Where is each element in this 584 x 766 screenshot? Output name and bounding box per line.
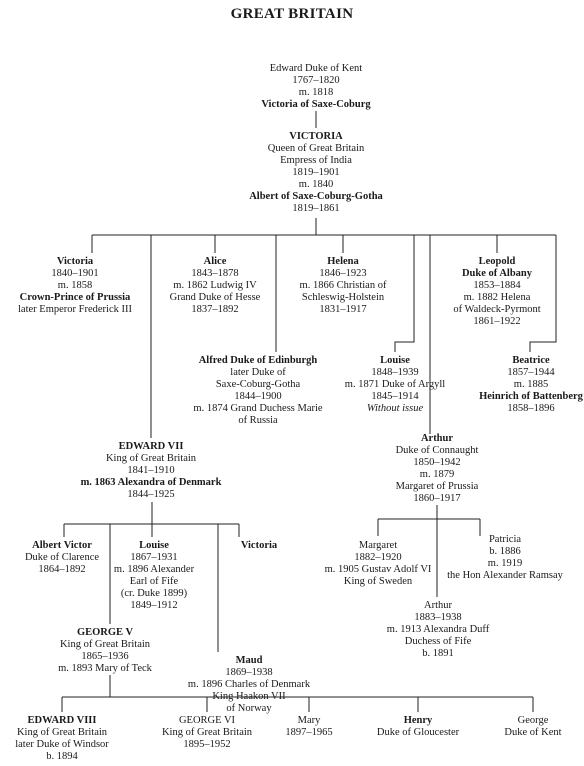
- chart-title: GREAT BRITAIN: [230, 6, 354, 22]
- node-maud: Maud 1869–1938 m. 1896 Charles of Denmar…: [187, 655, 311, 714]
- node-alice: Alice 1843–1878 m. 1862 Ludwig IV Grand …: [169, 256, 261, 315]
- node-arthur-connaught: Arthur Duke of Connaught 1850–1942 m. 18…: [395, 433, 479, 504]
- node-beatrice: Beatrice 1857–1944 m. 1885 Heinrich of B…: [479, 355, 583, 414]
- node-louise-fife: Louise 1867–1931 m. 1896 Alexander Earl …: [113, 540, 195, 611]
- node-arthur-junior: Arthur 1883–1938 m. 1913 Alexandra Duff …: [386, 600, 490, 659]
- node-victoria-princess-royal: Victoria 1840–1901 m. 1858 Crown-Prince …: [18, 256, 132, 315]
- node-henry: Henry Duke of Gloucester: [376, 715, 460, 738]
- node-edward-duke-of-kent: Edward Duke of Kent 1767–1820 m. 1818 Vi…: [261, 63, 371, 110]
- node-alfred: Alfred Duke of Edinburgh later Duke of S…: [193, 355, 323, 426]
- node-patricia: Patricia b. 1886 m. 1919 the Hon Alexand…: [447, 534, 563, 581]
- node-mary: Mary 1897–1965: [285, 715, 333, 738]
- node-louise-argyll: Louise 1848–1939 m. 1871 Duke of Argyll …: [344, 355, 446, 414]
- node-leopold: Leopold Duke of Albany 1853–1884 m. 1882…: [453, 256, 541, 327]
- node-george-v: GEORGE V King of Great Britain 1865–1936…: [58, 627, 152, 674]
- node-queen-victoria: VICTORIA Queen of Great Britain Empress …: [249, 131, 383, 214]
- node-george-vi: GEORGE VI King of Great Britain 1895–195…: [161, 715, 253, 750]
- node-victoria-daughter: Victoria: [240, 540, 278, 551]
- drop-louise-p: [394, 235, 415, 352]
- drop-beatrice: [529, 235, 557, 352]
- node-helena: Helena 1846–1923 m. 1866 Christian of Sc…: [299, 256, 387, 315]
- node-edward-vii: EDWARD VII King of Great Britain 1841–19…: [80, 441, 222, 500]
- node-edward-viii: EDWARD VIII King of Great Britain later …: [15, 715, 109, 762]
- node-margaret: Margaret 1882–1920 m. 1905 Gustav Adolf …: [324, 540, 432, 587]
- node-george-duke-of-kent: George Duke of Kent: [504, 715, 562, 738]
- node-albert-victor: Albert Victor Duke of Clarence 1864–1892: [24, 540, 100, 575]
